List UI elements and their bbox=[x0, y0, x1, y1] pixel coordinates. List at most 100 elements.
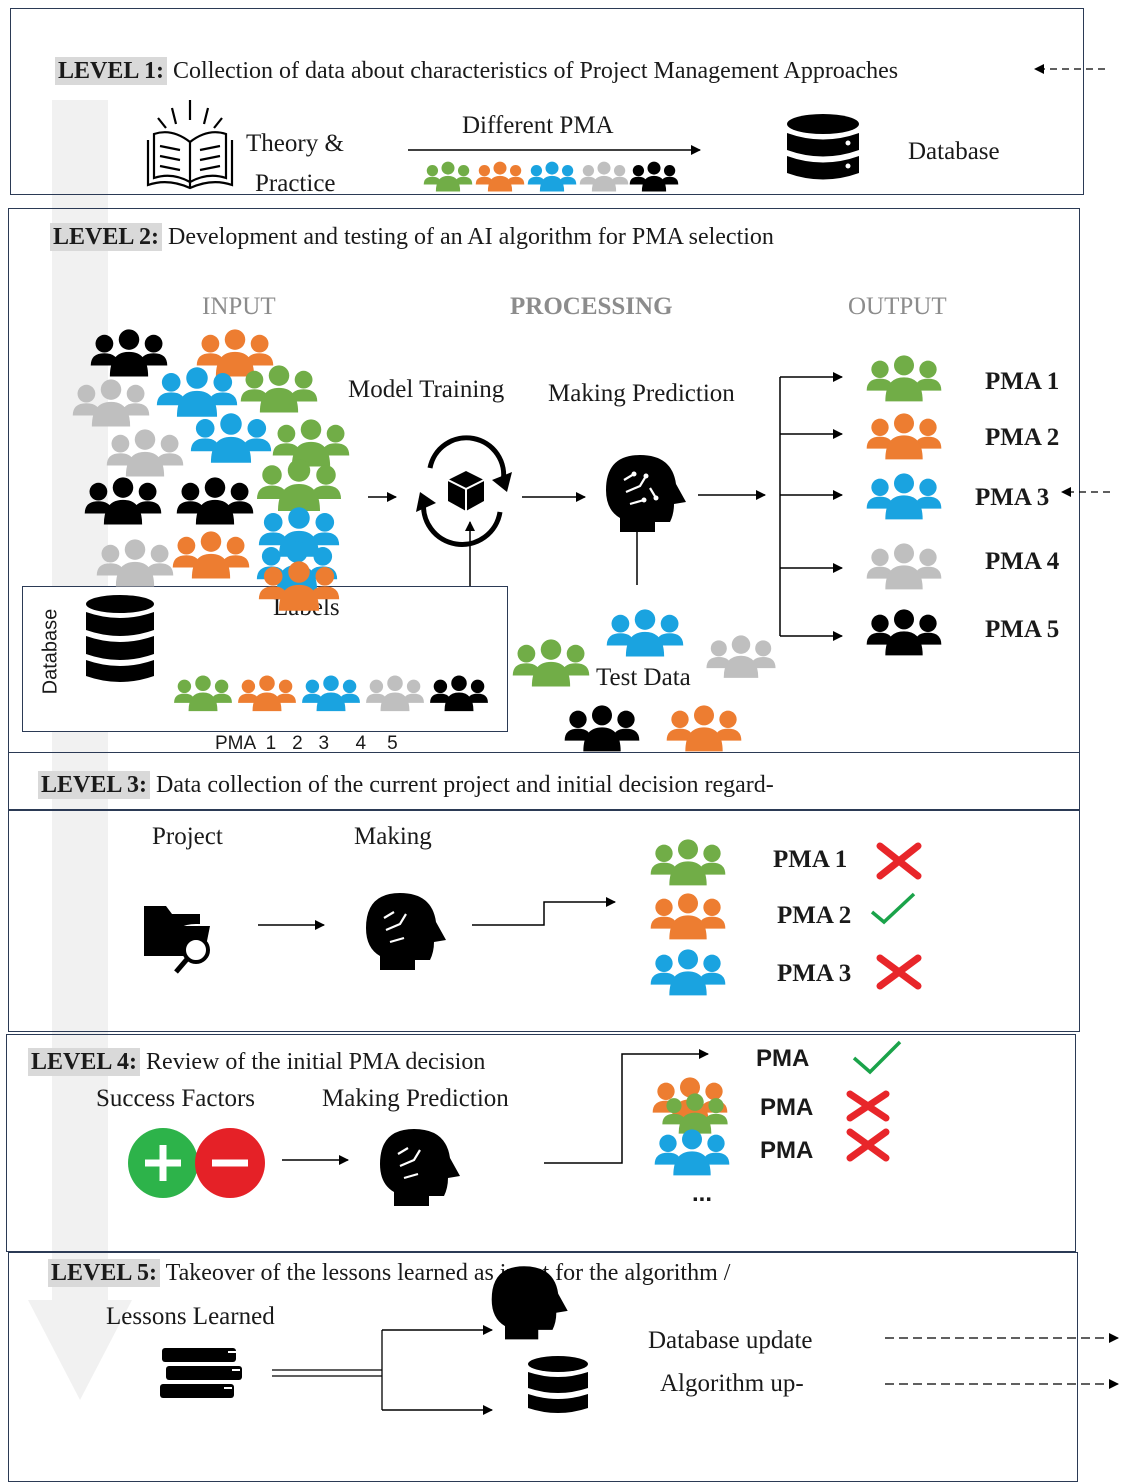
level4-ellipsis: ... bbox=[692, 1180, 713, 1207]
output-people-icon bbox=[866, 413, 942, 460]
level3-result-3: PMA 3 bbox=[777, 960, 852, 987]
level4-making-prediction-label: Making Prediction bbox=[322, 1085, 509, 1112]
level3-heading: LEVEL 3: Data collection of the current … bbox=[38, 771, 774, 799]
model-training-label: Model Training bbox=[348, 376, 505, 403]
test-data-people-icon bbox=[706, 635, 776, 678]
project-label: Project bbox=[152, 823, 223, 850]
success-factors-label: Success Factors bbox=[96, 1085, 255, 1112]
output-pma-3: PMA 3 bbox=[975, 484, 1050, 511]
level5-head-icon bbox=[491, 1266, 568, 1340]
level2-label: LEVEL 2: bbox=[50, 223, 163, 251]
level3-head-icon bbox=[366, 893, 446, 970]
input-people-icon bbox=[84, 477, 162, 525]
level1-database-label: Database bbox=[908, 138, 1000, 165]
project-folder-search-icon bbox=[144, 906, 210, 974]
output-people-icon bbox=[866, 543, 942, 590]
label-people-icon bbox=[238, 675, 296, 712]
input-people-icon bbox=[258, 561, 340, 611]
output-pma-4: PMA 4 bbox=[985, 548, 1060, 575]
people-group-layer bbox=[72, 161, 942, 1176]
level3-people-icon bbox=[650, 893, 726, 940]
level5-database-icon bbox=[528, 1356, 588, 1413]
level2-heading: LEVEL 2: Development and testing of an A… bbox=[50, 223, 774, 251]
level4-heading: LEVEL 4: Review of the initial PMA decis… bbox=[28, 1048, 486, 1076]
label-people-icon bbox=[174, 675, 232, 712]
level1-heading: LEVEL 1: Collection of data about charac… bbox=[55, 57, 899, 85]
algorithm-update-label: Algorithm up- bbox=[660, 1370, 804, 1397]
input-people-icon bbox=[96, 539, 174, 587]
prediction-head-icon bbox=[606, 455, 686, 532]
input-people-icon bbox=[257, 459, 341, 511]
making-to-results-arrow bbox=[472, 897, 616, 926]
test-data-label: Test Data bbox=[596, 664, 691, 691]
level5-heading: LEVEL 5: Takeover of the lessons learned… bbox=[48, 1259, 731, 1287]
database-update-label: Database update bbox=[648, 1327, 813, 1354]
level4-panel bbox=[6, 1034, 1076, 1252]
output-people-icon bbox=[866, 355, 942, 402]
model-training-icon bbox=[416, 435, 512, 547]
processing-heading: PROCESSING bbox=[510, 293, 673, 320]
theory-label-line1: Theory & bbox=[246, 130, 344, 157]
input-people-icon bbox=[106, 429, 184, 477]
input-people-icon bbox=[272, 419, 350, 467]
level4-people-icon bbox=[662, 1093, 728, 1134]
level3-people-icon bbox=[650, 949, 726, 996]
level4-head-icon bbox=[380, 1129, 460, 1206]
level1-pma-people-icon bbox=[629, 161, 679, 192]
level1-pma-people-icon bbox=[423, 161, 473, 192]
level1-panel bbox=[10, 8, 1084, 195]
level4-result-3: PMA bbox=[760, 1137, 814, 1164]
level1-pma-people-icon bbox=[527, 161, 577, 192]
level3-people-icon bbox=[650, 839, 726, 886]
input-people-icon bbox=[156, 367, 238, 417]
level3-header-panel bbox=[8, 752, 1080, 810]
level1-pma-people-icon bbox=[579, 161, 629, 192]
making-label: Making bbox=[354, 823, 432, 850]
output-heading: OUTPUT bbox=[848, 293, 947, 320]
level4-people-icon bbox=[654, 1129, 730, 1176]
level4-result-2: PMA bbox=[760, 1094, 814, 1121]
level1-pma-people-icon bbox=[475, 161, 525, 192]
minus-circle-icon bbox=[195, 1128, 265, 1198]
input-people-icon bbox=[72, 379, 150, 427]
level1-label: LEVEL 1: bbox=[55, 57, 168, 85]
input-people-icon bbox=[176, 477, 254, 525]
level4-result-1: PMA bbox=[756, 1045, 810, 1072]
theory-label-line2: Practice bbox=[255, 170, 336, 197]
level3-result-2: PMA 2 bbox=[777, 902, 852, 929]
level3-label: LEVEL 3: bbox=[38, 771, 151, 799]
level3-result-1: PMA 1 bbox=[773, 846, 848, 873]
level3-text: Data collection of the current project a… bbox=[156, 772, 774, 798]
output-pma-1: PMA 1 bbox=[985, 368, 1060, 395]
label-people-icon bbox=[366, 675, 424, 712]
level5-text: Takeover of the lessons learned as input… bbox=[165, 1260, 731, 1286]
input-people-icon bbox=[196, 329, 274, 377]
lessons-learned-label: Lessons Learned bbox=[106, 1303, 275, 1330]
labels-database-icon bbox=[86, 595, 154, 682]
level4-text: Review of the initial PMA decision bbox=[146, 1049, 486, 1075]
input-people-icon bbox=[240, 365, 318, 413]
test-data-people-icon bbox=[606, 609, 684, 657]
output-pma-5: PMA 5 bbox=[985, 616, 1060, 643]
test-data-people-icon bbox=[512, 639, 590, 687]
input-people-icon bbox=[90, 329, 168, 377]
book-icon bbox=[146, 100, 234, 190]
pma-numbers-label: PMA 1 2 3 4 5 bbox=[215, 733, 398, 754]
test-data-people-icon bbox=[564, 705, 640, 752]
making-prediction-label: Making Prediction bbox=[548, 380, 735, 407]
output-pma-2: PMA 2 bbox=[985, 424, 1060, 451]
level1-text: Collection of data about characteristics… bbox=[173, 58, 899, 84]
different-pma-label: Different PMA bbox=[462, 112, 614, 139]
plus-circle-icon bbox=[128, 1128, 198, 1198]
level4-label: LEVEL 4: bbox=[28, 1048, 141, 1076]
level4-results-arrow bbox=[544, 1053, 636, 1164]
input-people-icon bbox=[172, 531, 250, 579]
lessons-split-line bbox=[272, 1330, 383, 1410]
level5-label: LEVEL 5: bbox=[48, 1259, 161, 1287]
level4-status-marks bbox=[846, 1040, 902, 1162]
level2-text: Development and testing of an AI algorit… bbox=[168, 224, 774, 250]
output-people-icon bbox=[866, 609, 942, 656]
books-stack-icon bbox=[160, 1348, 242, 1398]
input-heading: INPUT bbox=[202, 293, 276, 320]
